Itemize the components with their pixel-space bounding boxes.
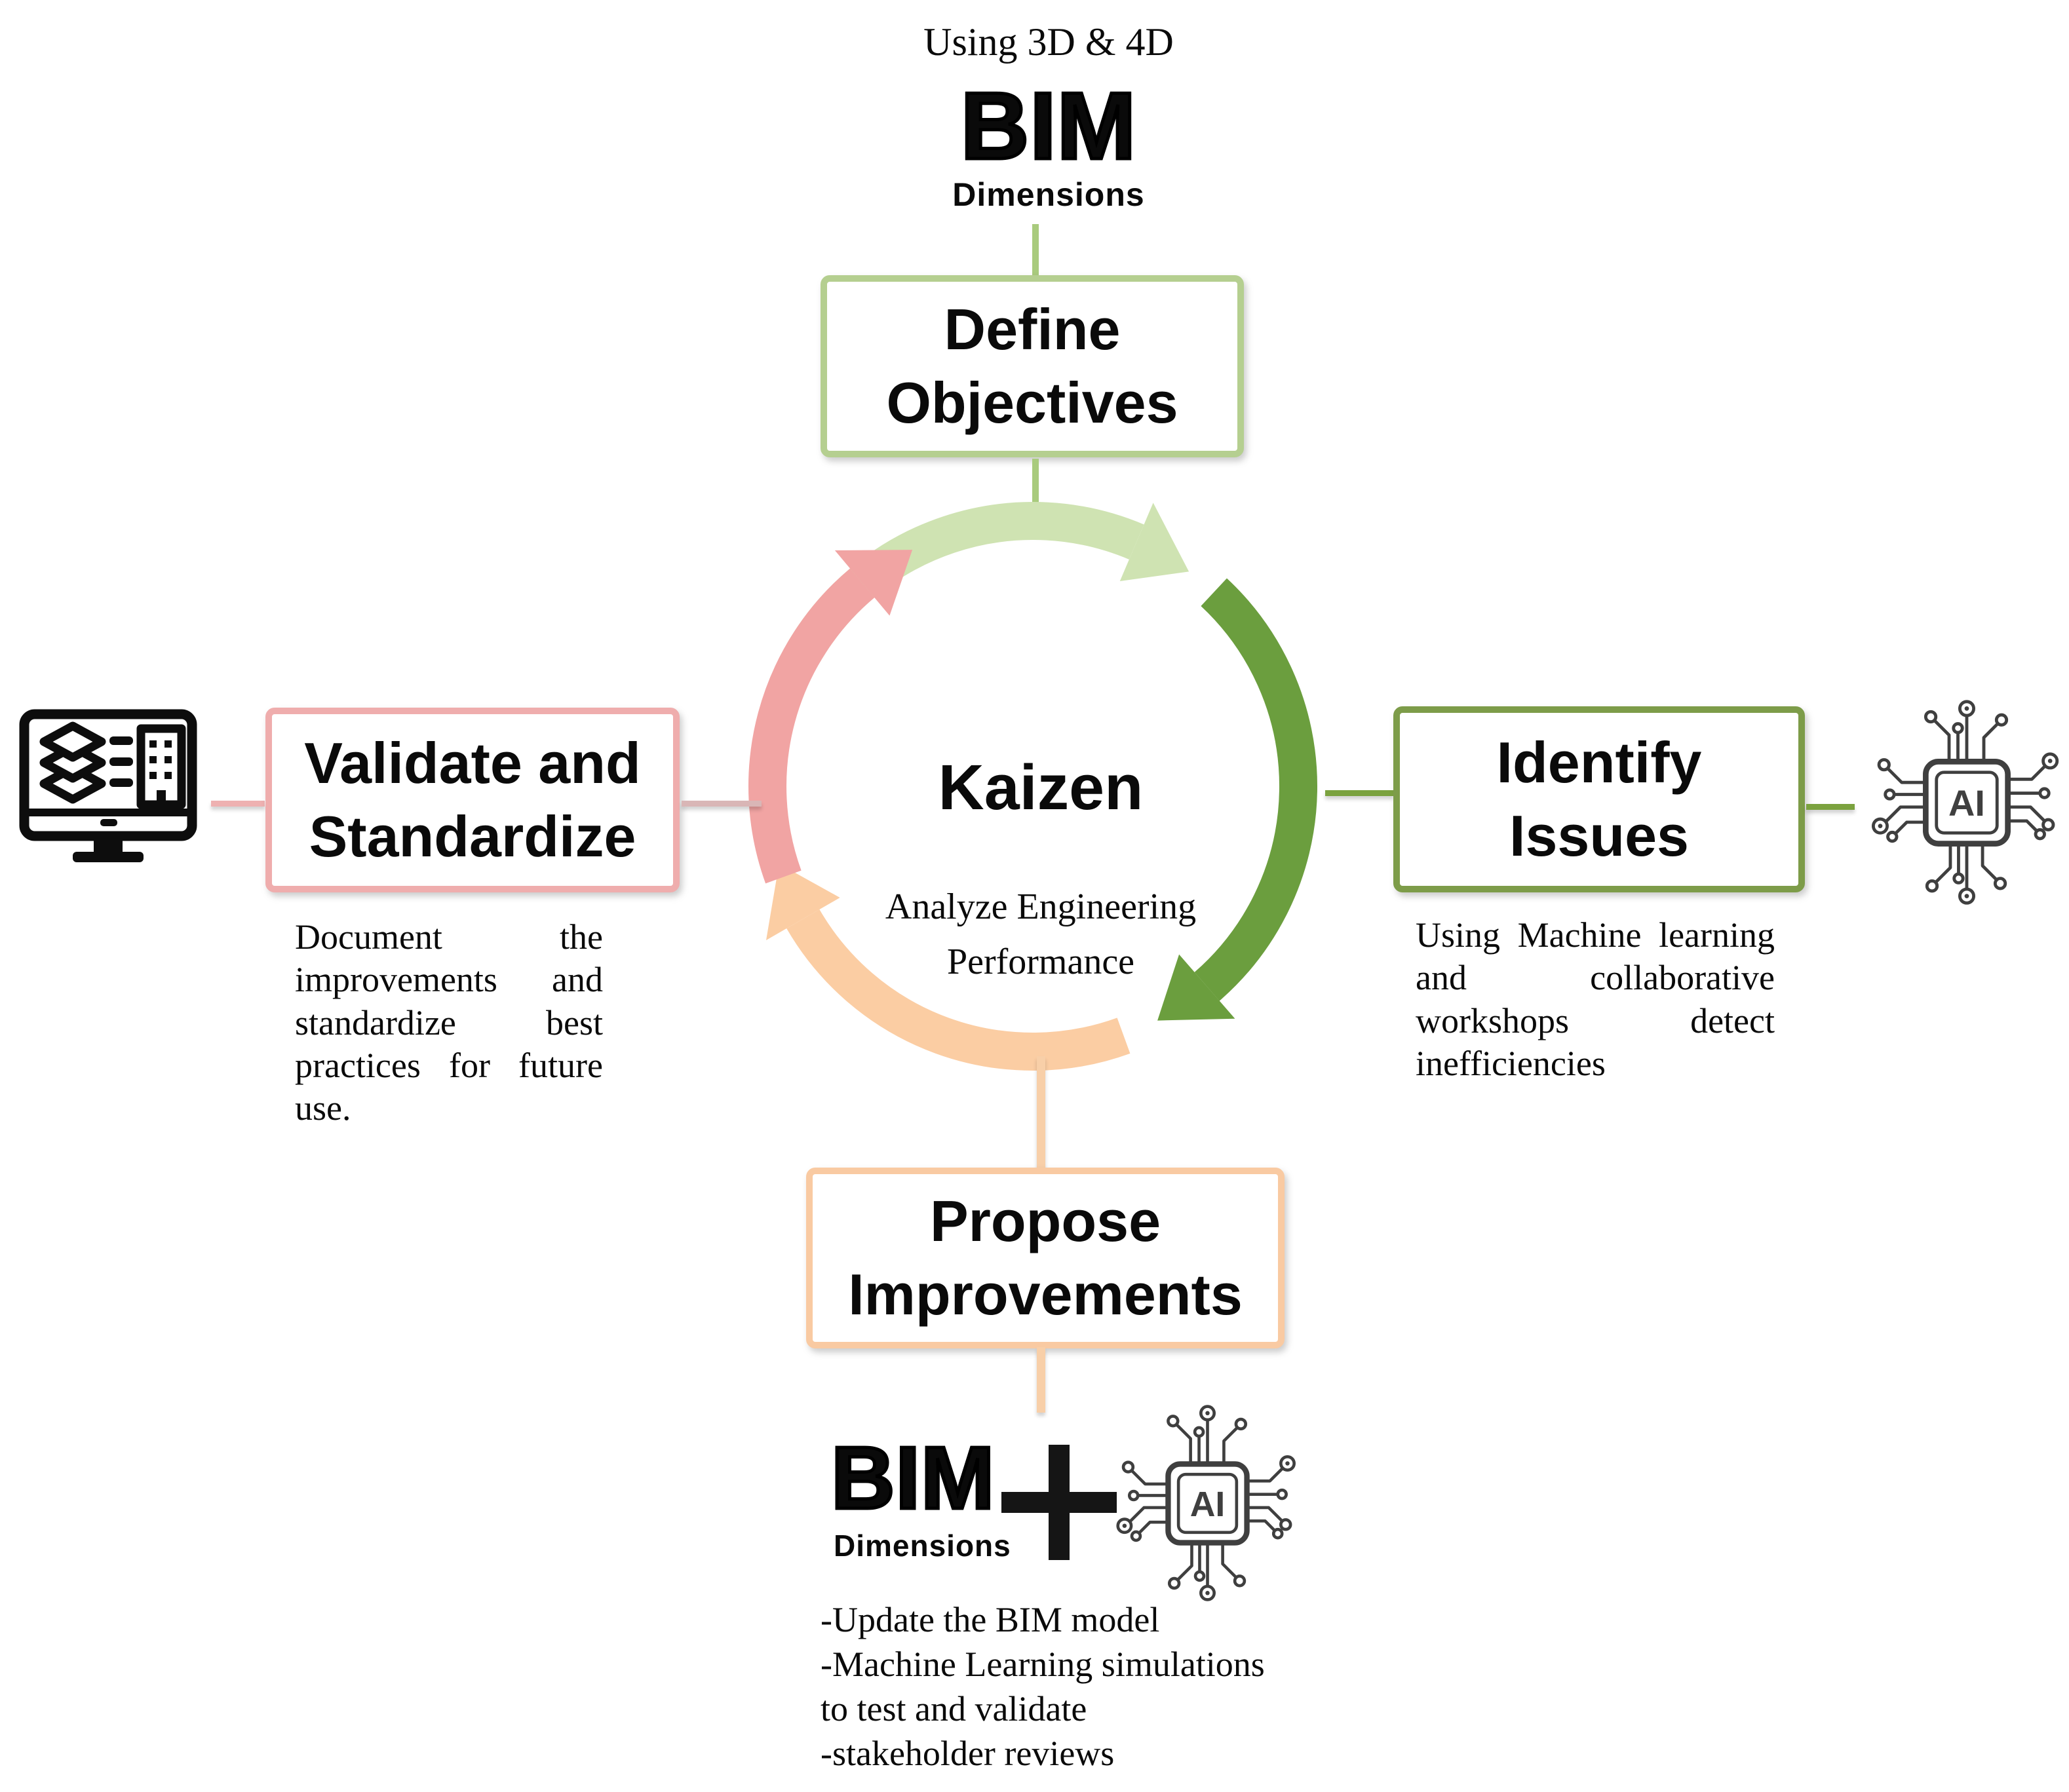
identify-description: Using Machine learning and collaborative… bbox=[1416, 914, 1775, 1085]
connector-propose-to-bim-ai bbox=[1037, 1347, 1045, 1413]
identify-description-line: and collaborative bbox=[1416, 958, 1775, 998]
connector-define-to-cycle bbox=[1032, 459, 1039, 508]
define-objectives-box: Define Objectives bbox=[821, 275, 1244, 457]
propose-improvements-label: Propose Improvements bbox=[848, 1189, 1243, 1327]
cycle-arrowhead-right bbox=[1157, 954, 1235, 1021]
plus-icon bbox=[1049, 1445, 1070, 1560]
validate-description-line: use. bbox=[295, 1088, 351, 1128]
ai-chip-icon bbox=[1863, 698, 2069, 907]
top-bim-logo-subtitle: Dimensions bbox=[952, 176, 1145, 213]
connector-cycle-to-identify bbox=[1325, 790, 1393, 796]
identify-description-line: workshops detect bbox=[1416, 1001, 1775, 1040]
bottom-bim-logo-subtitle: Dimensions bbox=[834, 1529, 1011, 1563]
connector-validate-to-cycle bbox=[682, 801, 762, 807]
validate-description-line: practices for future bbox=[295, 1045, 603, 1085]
note-line: to test and validate bbox=[821, 1689, 1087, 1729]
validate-standardize-label: Validate and Standardize bbox=[304, 731, 641, 869]
validate-description-line: standardize best bbox=[295, 1002, 603, 1042]
connector-cycle-to-propose bbox=[1037, 1056, 1045, 1169]
validate-description-line: Document the bbox=[295, 917, 603, 957]
bottom-bim-logo-title: BIM bbox=[829, 1428, 996, 1527]
define-objectives-label: Define Objectives bbox=[886, 297, 1178, 435]
validate-description-line: improvements and bbox=[295, 960, 603, 1000]
note-line: -stakeholder reviews bbox=[821, 1734, 1115, 1774]
identify-description-line: Using Machine learning bbox=[1416, 915, 1775, 955]
note-line: -Machine Learning simulations bbox=[821, 1645, 1265, 1685]
cycle-arc-left bbox=[748, 568, 875, 884]
ai-chip-icon: AI bbox=[1116, 1405, 1296, 1601]
connector-bim-to-define bbox=[1032, 224, 1039, 276]
cycle-arc-bottom bbox=[786, 909, 1131, 1071]
validate-description: Document the improvements and standardiz… bbox=[295, 916, 603, 1130]
cycle-arc-right bbox=[1194, 578, 1318, 1001]
connector-identify-to-ai bbox=[1806, 804, 1855, 810]
cycle-arrowhead-left bbox=[834, 550, 913, 616]
cycle-arrowhead-top bbox=[1119, 503, 1189, 581]
cycle-center-subtitle: Analyze Engineering Performance bbox=[885, 886, 1197, 982]
propose-improvements-box: Propose Improvements bbox=[806, 1168, 1285, 1348]
connector-monitor-to-validate bbox=[211, 801, 265, 807]
cycle-arrowhead-bottom bbox=[766, 864, 840, 940]
bim-software-monitor-icon bbox=[19, 709, 197, 862]
top-caption: Using 3D & 4D bbox=[923, 20, 1174, 64]
identify-issues-box: Identify Issues bbox=[1393, 706, 1805, 892]
bim-ai-notes: -Update the BIM model -Machine Learning … bbox=[821, 1597, 1265, 1776]
ai-chip-label: AI bbox=[1190, 1485, 1226, 1524]
identify-description-line: inefficiencies bbox=[1416, 1043, 1606, 1083]
kaizen-cycle-arrows-icon bbox=[748, 502, 1318, 1071]
note-line: -Update the BIM model bbox=[821, 1600, 1160, 1639]
top-bim-logo-title: BIM bbox=[959, 73, 1138, 179]
validate-standardize-box: Validate and Standardize bbox=[265, 708, 680, 892]
cycle-center-title: Kaizen bbox=[938, 752, 1144, 823]
identify-issues-label: Identify Issues bbox=[1496, 730, 1702, 868]
